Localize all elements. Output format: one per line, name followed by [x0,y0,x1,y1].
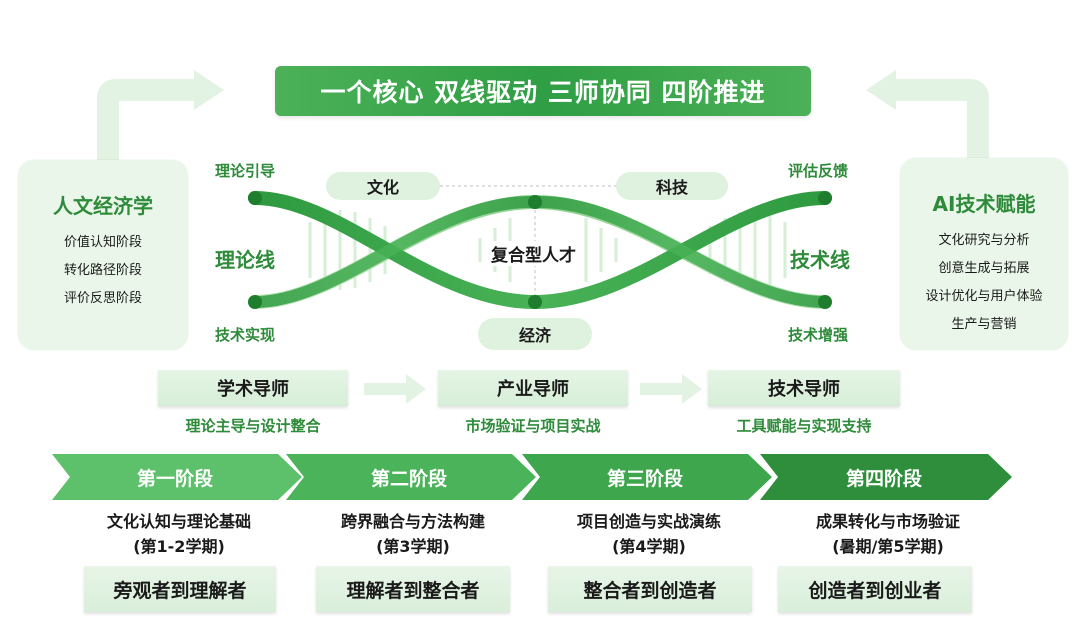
mentor-industry-desc: 市场验证与项目实战 [465,417,601,435]
mentor-technical-desc: 工具赋能与实现支持 [736,417,872,435]
panel-item: 评价反思阶段 [63,291,142,306]
title-banner: 一个核心 双线驱动 三师协同 四阶推进 [275,66,811,116]
stage-2-chevron [286,454,536,500]
helix-label-theory-line: 理论线 [215,248,275,272]
helix-label-evaluation: 评估反馈 [788,162,849,180]
mentor-academic: 学术导师 [158,370,348,406]
panel-title: AI技术赋能 [932,192,1036,216]
humanities-economics-panel: 人文经济学 价值认知阶段 转化路径阶段 评价反思阶段 [18,160,188,350]
stage-1-role: 旁观者到理解者 [84,566,276,612]
helix-node [248,191,262,205]
stage-desc-line: 项目创造与实战演练 [576,512,721,531]
helix-node [818,295,832,309]
arrow-right-icon [364,374,426,404]
stage-1-chevron [52,454,302,500]
helix-label-tech-realize: 技术实现 [215,326,276,344]
center-label-composite-talent: 复合型人才 [487,241,580,266]
helix-node [248,295,262,309]
panel-title: 人文经济学 [53,194,153,218]
stage-3-desc: 项目创造与实战演练 (第4学期) [532,509,766,559]
stage-1-desc: 文化认知与理论基础 (第1-2学期) [62,509,296,559]
panel-item: 设计优化与用户体验 [925,289,1043,304]
helix-label-tech-enhance: 技术增强 [788,326,849,344]
pill-technology: 科技 [616,172,728,200]
mentor-industry: 产业导师 [438,370,628,406]
panel-item: 文化研究与分析 [938,233,1030,248]
stage-desc-term: (暑期/第5学期) [832,537,944,556]
pill-economy: 经济 [478,318,592,350]
mentor-academic-desc: 理论主导与设计整合 [185,417,321,435]
stage-1-label: 第一阶段 [136,467,213,490]
helix-node [528,295,542,309]
stage-4-chevron [760,454,1012,500]
stage-4-label: 第四阶段 [845,467,922,490]
pill-culture: 文化 [326,172,440,200]
stage-desc-term: (第1-2学期) [133,537,225,556]
stage-3-chevron [522,454,772,500]
stage-desc-line: 跨界融合与方法构建 [340,512,485,531]
right-loop-arrow [866,70,989,166]
stage-3-role: 整合者到创造者 [548,566,752,612]
ai-technology-panel: AI技术赋能 文化研究与分析 创意生成与拓展 设计优化与用户体验 生产与营销 [900,158,1068,350]
double-helix [248,185,832,310]
stage-2-label: 第二阶段 [370,467,447,490]
arrow-right-icon [640,374,702,404]
stage-2-role: 理解者到整合者 [316,566,510,612]
stage-2-desc: 跨界融合与方法构建 (第3学期) [296,509,530,559]
stage-desc-line: 文化认知与理论基础 [106,512,251,531]
mentor-technical: 技术导师 [708,370,900,406]
helix-label-tech-line: 技术线 [790,248,850,272]
stage-desc-term: (第3学期) [376,537,450,556]
stage-4-desc: 成果转化与市场验证 (暑期/第5学期) [770,509,1006,559]
stage-4-role: 创造者到创业者 [778,566,972,612]
stage-3-label: 第三阶段 [606,467,683,490]
helix-node [818,191,832,205]
left-loop-arrow [97,70,224,166]
helix-node [528,195,542,209]
panel-item: 价值认知阶段 [63,235,142,250]
panel-item: 生产与营销 [951,317,1017,332]
panel-item: 创意生成与拓展 [938,261,1030,276]
stage-desc-term: (第4学期) [612,537,686,556]
panel-item: 转化路径阶段 [63,263,142,278]
helix-label-theory-guide: 理论引导 [215,162,276,180]
stage-desc-line: 成果转化与市场验证 [815,512,960,531]
